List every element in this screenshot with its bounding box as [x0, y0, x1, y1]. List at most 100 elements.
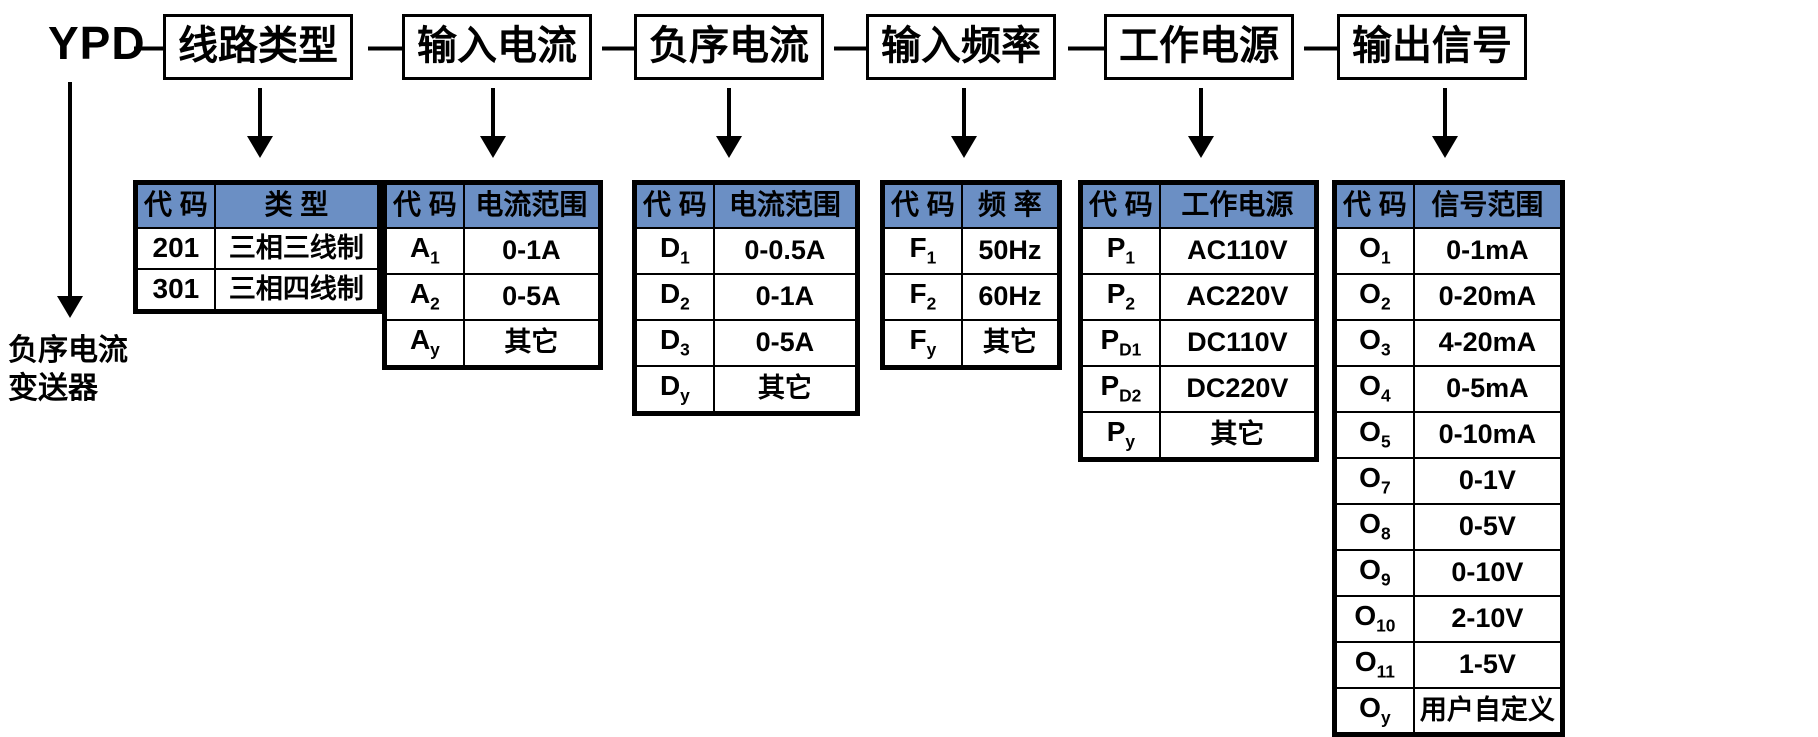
cell-value: DC110V — [1158, 318, 1317, 367]
cell-code: O11 — [1335, 640, 1415, 689]
cell-code: O7 — [1335, 456, 1415, 505]
cell-code: O1 — [1335, 227, 1415, 275]
cell-code: Fy — [883, 318, 963, 367]
cell-code: Dy — [635, 364, 715, 413]
column-header-value: 电流范围 — [712, 183, 858, 229]
cell-value: 0-1A — [712, 272, 858, 321]
arrowhead-icon — [57, 296, 83, 318]
table-header-row: 代 码信号范围 — [1335, 183, 1563, 229]
header-box-power-supply[interactable]: 工作电源 — [1104, 14, 1294, 80]
cell-value: 其它 — [712, 364, 858, 413]
cell-value: 60Hz — [960, 272, 1060, 321]
cell-code: PD2 — [1081, 364, 1161, 413]
cell-value: 三相四线制 — [213, 268, 380, 311]
cell-code: O4 — [1335, 364, 1415, 413]
cell-value: 用户自定义 — [1412, 686, 1563, 735]
header-box-input-current[interactable]: 输入电流 — [402, 14, 592, 80]
connector-line — [962, 88, 966, 138]
header-box-output-signal[interactable]: 输出信号 — [1337, 14, 1527, 80]
table-header-row: 代 码电流范围 — [385, 183, 601, 229]
column-header-code: 代 码 — [883, 183, 963, 229]
cell-value: 三相三线制 — [213, 227, 380, 270]
cell-value: 0-1V — [1412, 456, 1563, 505]
cell-code: D2 — [635, 272, 715, 321]
column-header-code: 代 码 — [385, 183, 465, 229]
column-header-code: 代 码 — [136, 183, 216, 229]
connector-arrow-prefix — [57, 82, 83, 318]
cell-code: A2 — [385, 272, 465, 321]
cell-code: 201 — [136, 227, 216, 270]
header-box-line-type[interactable]: 线路类型 — [163, 14, 353, 80]
cell-value: 0-1A — [462, 227, 601, 275]
cell-value: 0-5mA — [1412, 364, 1563, 413]
connector-line — [491, 88, 495, 138]
connector-arrow-2 — [716, 88, 742, 158]
cell-code: O10 — [1335, 594, 1415, 643]
connector-arrow-5 — [1432, 88, 1458, 158]
table-header-row: 代 码类 型 — [136, 183, 380, 229]
arrowhead-icon — [716, 136, 742, 158]
connector-line — [1443, 88, 1447, 138]
connector-arrow-1 — [480, 88, 506, 158]
arrowhead-icon — [1432, 136, 1458, 158]
cell-value: 其它 — [462, 318, 601, 367]
cell-code: Ay — [385, 318, 465, 367]
connector-line — [727, 88, 731, 138]
cell-code: PD1 — [1081, 318, 1161, 367]
header-box-input-frequency[interactable]: 输入频率 — [866, 14, 1056, 80]
cell-code: O3 — [1335, 318, 1415, 367]
column-header-code: 代 码 — [635, 183, 715, 229]
cell-value: 0-5A — [712, 318, 858, 367]
table-header-row: 代 码工作电源 — [1081, 183, 1317, 229]
arrowhead-icon — [247, 136, 273, 158]
header-box-negative-sequence-current[interactable]: 负序电流 — [634, 14, 824, 80]
cell-code: Oy — [1335, 686, 1415, 735]
cell-value: 4-20mA — [1412, 318, 1563, 367]
column-header-code: 代 码 — [1081, 183, 1161, 229]
arrowhead-icon — [951, 136, 977, 158]
cell-value: AC110V — [1158, 227, 1317, 275]
product-name-caption: 负序电流 变送器 — [8, 332, 128, 407]
cell-value: 0-0.5A — [712, 227, 858, 275]
cell-code: D1 — [635, 227, 715, 275]
cell-code: 301 — [136, 268, 216, 311]
connector-arrow-0 — [247, 88, 273, 158]
cell-code: O9 — [1335, 548, 1415, 597]
cell-value: 0-5A — [462, 272, 601, 321]
column-header-value: 工作电源 — [1158, 183, 1317, 229]
cell-value: 50Hz — [960, 227, 1060, 275]
